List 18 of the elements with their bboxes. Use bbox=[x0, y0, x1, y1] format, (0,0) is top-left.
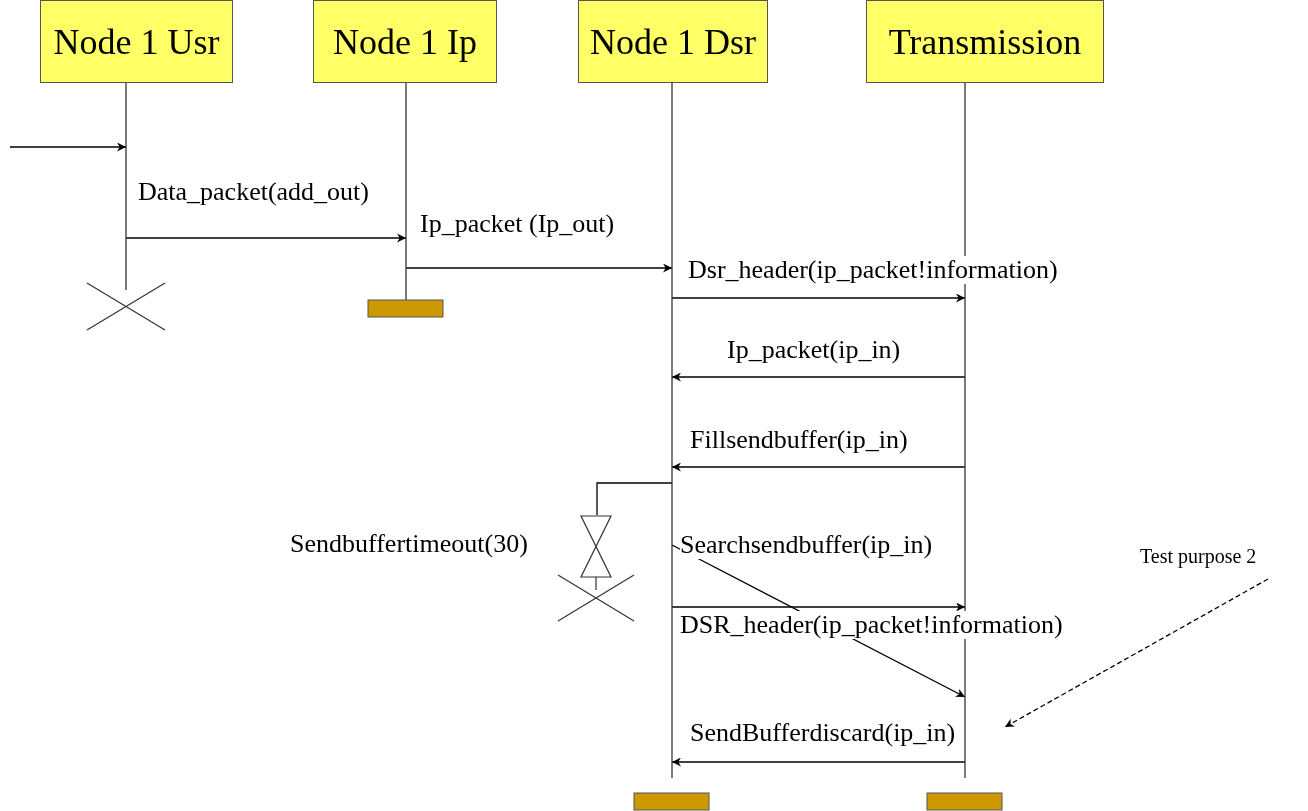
message-label: DSR_header(ip_packet!information) bbox=[680, 611, 1063, 639]
lifeline-name: Node 1 Ip bbox=[333, 20, 477, 63]
message-arrow bbox=[671, 293, 966, 303]
lifeline-name: Node 1 Usr bbox=[53, 20, 220, 63]
message-arrow bbox=[671, 602, 966, 612]
message-arrow bbox=[671, 757, 966, 767]
message-arrow bbox=[671, 462, 966, 472]
timer-label: Sendbuffertimeout(30) bbox=[290, 529, 528, 559]
note-text: Test purpose 2 bbox=[1140, 545, 1257, 568]
message-arrow bbox=[671, 372, 966, 382]
dashed-arrow bbox=[1004, 578, 1269, 728]
message-label: Dsr_header(ip_packet!information) bbox=[688, 256, 1058, 284]
message-arrow bbox=[9, 142, 127, 152]
connector-line bbox=[596, 482, 673, 516]
lifeline-name: Transmission bbox=[888, 20, 1082, 63]
message-arrow bbox=[405, 263, 673, 273]
message-arrow bbox=[125, 233, 407, 243]
lifeline-name: Node 1 Dsr bbox=[590, 20, 756, 63]
